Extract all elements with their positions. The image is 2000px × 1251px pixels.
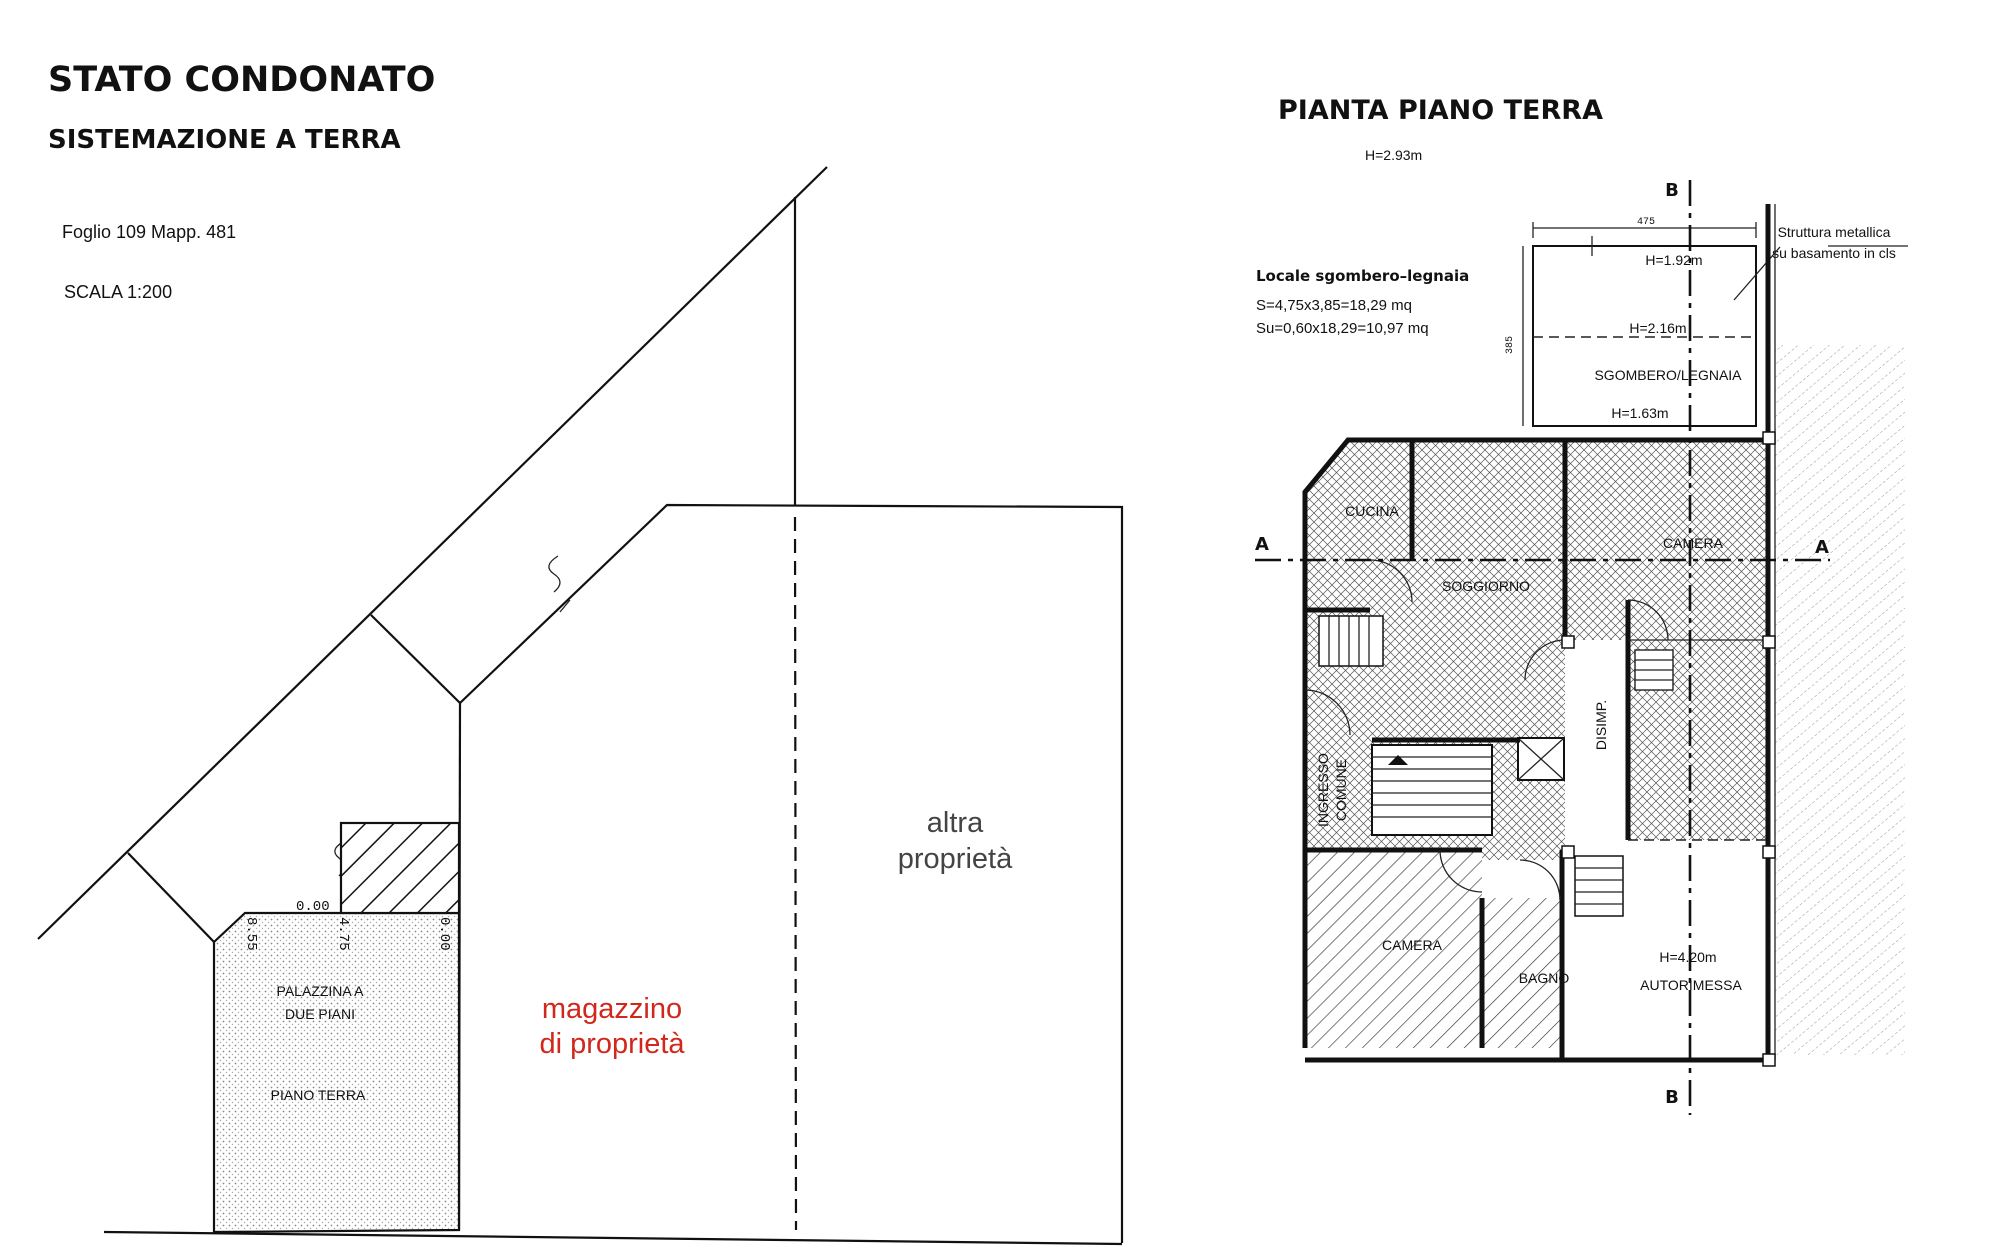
stair-right (1634, 649, 1674, 691)
lot-divider-1 (127, 852, 215, 943)
struttura-label-2: su basamento in cls (1772, 245, 1896, 261)
magazzino-label-1: magazzino (542, 993, 682, 1025)
palazzina-label-1: PALAZZINA A (277, 983, 365, 999)
lot-divider-2 (370, 614, 461, 704)
room-autorimessa: AUTORIMESSA (1640, 977, 1742, 993)
shed-title: Locale sgombero–legnaia (1256, 267, 1469, 285)
section-a-right: A (1815, 537, 1829, 558)
room-disimp: DISIMP. (1593, 700, 1609, 750)
section-a-left: A (1255, 534, 1269, 555)
level-000-b: 0.00 (436, 917, 452, 951)
door-swing-cucina (1369, 559, 1413, 603)
door-swing-camera (1439, 849, 1483, 893)
exterior-hatch (1775, 345, 1905, 1055)
palazzina-label-2: DUE PIANI (285, 1006, 355, 1022)
street-line (103, 1230, 1123, 1246)
door-swing-ingresso (1304, 689, 1351, 736)
door-swing-autorimessa (1627, 599, 1669, 641)
stair-upper (1318, 615, 1384, 667)
camera-top-fill (1565, 440, 1768, 640)
property-dashed-boundary (793, 516, 798, 1231)
right-title: PIANTA PIANO TERRA (1278, 95, 1603, 126)
room-ingresso: INGRESSO (1315, 753, 1331, 827)
room-camera-top: CAMERA (1663, 535, 1724, 551)
floor-plan-panel: PIANTA PIANO TERRA H=2.93m 475 385 H=1.9… (1255, 95, 1908, 1115)
section-b-bottom: B (1665, 1087, 1679, 1108)
room-camera-bottom: CAMERA (1382, 937, 1443, 953)
door-swing-disimp (1524, 639, 1566, 681)
site-plan-panel: STATO CONDONATO SISTEMAZIONE A TERRA Fog… (37, 60, 1124, 1246)
h-216: H=2.16m (1629, 320, 1686, 336)
altra-label-2: proprietà (898, 843, 1013, 875)
lot-boundary-diagonal (37, 166, 828, 940)
left-title: STATO CONDONATO (48, 60, 435, 100)
h-420: H=4.20m (1659, 949, 1716, 965)
palazzina-footprint (212, 911, 461, 1234)
room-soggiorno: SOGGIORNO (1442, 578, 1530, 594)
shed-area-s: S=4,75x3,85=18,29 mq (1256, 297, 1412, 314)
annex-hatched-block (339, 821, 461, 915)
column-5 (1561, 635, 1575, 649)
shed-outline (1532, 245, 1757, 427)
shed-area-su: Su=0,60x18,29=10,97 mq (1256, 320, 1429, 337)
h-163: H=1.63m (1611, 405, 1668, 421)
level-475: 4.75 (335, 917, 351, 951)
h-192: H=1.92m (1645, 252, 1702, 268)
room-comune: COMUNE (1333, 759, 1349, 821)
column-2 (1762, 635, 1776, 649)
altra-label-1: altra (927, 807, 984, 839)
piano-terra-label: PIANO TERRA (271, 1087, 366, 1103)
stair-lower (1371, 744, 1493, 836)
camera-bottom-fill (1305, 850, 1482, 1048)
room-bagno: BAGNO (1519, 970, 1570, 986)
foglio-label: Foglio 109 Mapp. 481 (62, 222, 236, 242)
scale-label: SCALA 1:200 (64, 282, 172, 302)
outer-wall-west-north (1302, 437, 1768, 1048)
door-swing-bagno (1519, 859, 1561, 901)
column-3 (1762, 845, 1776, 859)
left-subtitle: SISTEMAZIONE A TERRA (48, 125, 401, 155)
dim-385: 385 (1505, 336, 1516, 354)
dim-475: 475 (1637, 217, 1655, 228)
column-1 (1762, 431, 1776, 445)
level-000-a: 0.00 (296, 899, 330, 915)
magazzino-outline (459, 503, 1124, 1243)
room-cucina: CUCINA (1345, 503, 1399, 519)
stair-service (1574, 855, 1624, 917)
room-sgombero: SGOMBERO/LEGNAIA (1594, 367, 1742, 383)
floor-height-label: H=2.93m (1365, 147, 1422, 163)
magazzino-label-2: di proprietà (539, 1028, 685, 1060)
column-6 (1561, 845, 1575, 859)
struttura-label-1: Struttura metallica (1778, 224, 1891, 240)
level-855: 8.55 (243, 917, 259, 951)
bagno-fill (1482, 898, 1562, 1048)
cucina-fill (1305, 440, 1412, 610)
shaft-cross (1517, 737, 1565, 781)
column-4 (1762, 1053, 1776, 1067)
struttura-leader (1733, 246, 1781, 301)
section-b-top: B (1665, 180, 1679, 201)
break-mark-1 (548, 555, 571, 613)
